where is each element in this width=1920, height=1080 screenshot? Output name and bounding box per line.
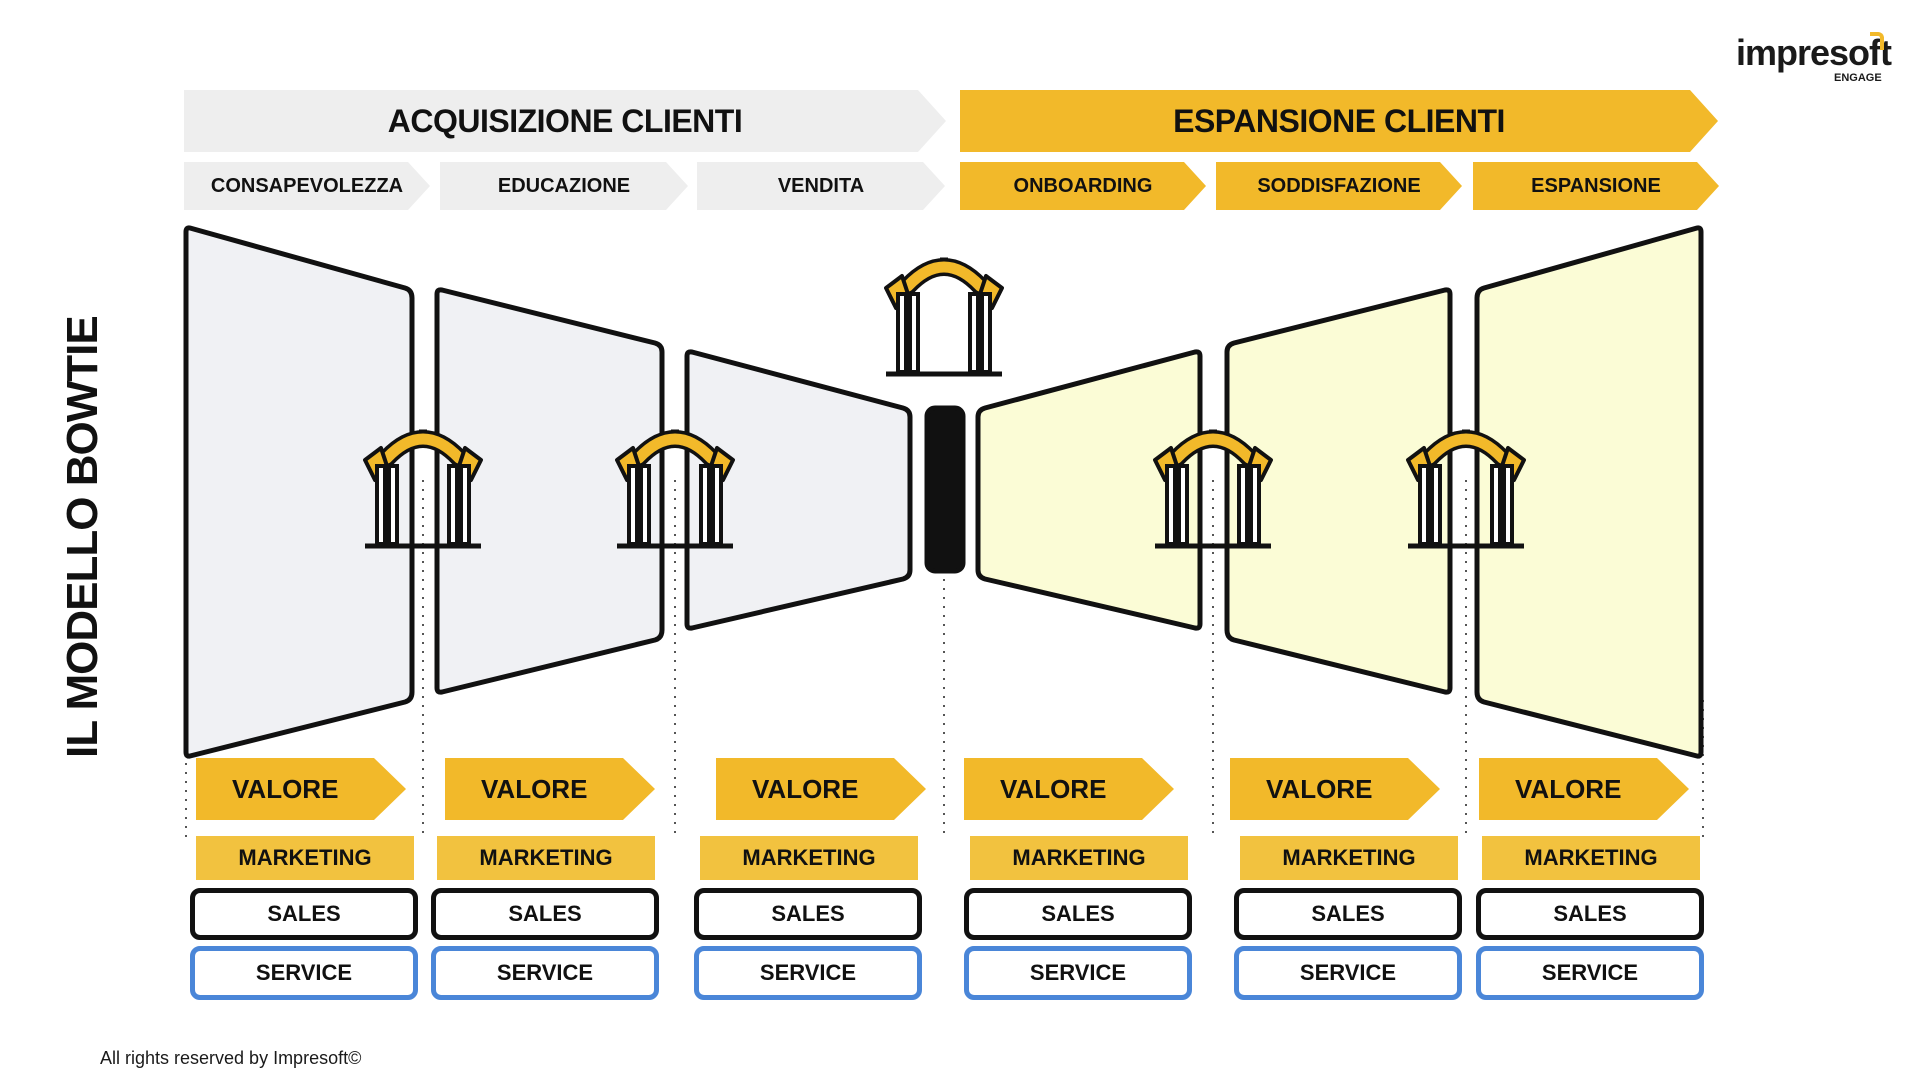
valore-chevron: VALORE [716, 758, 926, 820]
phase-expansion: ESPANSIONE CLIENTI [960, 90, 1718, 152]
sales-label: SALES [1041, 901, 1115, 926]
valore-label: VALORE [481, 773, 588, 804]
sales-block: SALES [1476, 888, 1704, 940]
stage-label: VENDITA [777, 174, 865, 197]
footer-copyright: All rights reserved by Impresoft© [100, 1048, 362, 1068]
marketing-label: MARKETING [1012, 845, 1146, 870]
gate-arch-icon [617, 431, 733, 546]
stage-label: ONBOARDING [1013, 174, 1153, 197]
stage-label: ESPANSIONE [1531, 174, 1661, 197]
stage-educazione: EDUCAZIONE [440, 162, 688, 210]
sales-label: SALES [1553, 901, 1627, 926]
sales-block: SALES [190, 888, 418, 940]
sales-label: SALES [1311, 901, 1385, 926]
phase-acquisition: ACQUISIZIONE CLIENTI [184, 90, 946, 152]
bowtie-knot [924, 405, 966, 574]
service-block: SERVICE [964, 946, 1192, 1000]
sales-block: SALES [694, 888, 922, 940]
stage-label: EDUCAZIONE [497, 174, 631, 197]
brand-subtitle: ENGAGE [1834, 72, 1882, 84]
marketing-label: MARKETING [1282, 845, 1416, 870]
valore-label: VALORE [752, 773, 859, 804]
gate-arch-icon [1408, 431, 1524, 546]
stage-soddisfazione: SODDISFAZIONE [1216, 162, 1462, 210]
sales-label: SALES [771, 901, 845, 926]
brand-name: impresoft [1736, 32, 1892, 73]
service-block: SERVICE [694, 946, 922, 1000]
service-label: SERVICE [759, 960, 857, 985]
stage-espansione: ESPANSIONE [1473, 162, 1719, 210]
valore-chevron: VALORE [964, 758, 1174, 820]
service-block: SERVICE [431, 946, 659, 1000]
funnel-panel-vendita [684, 349, 913, 631]
valore-label: VALORE [1515, 773, 1622, 804]
marketing-label: MARKETING [742, 845, 876, 870]
sales-block: SALES [431, 888, 659, 940]
stage-vendita: VENDITA [697, 162, 945, 210]
marketing-block: MARKETING [700, 836, 918, 880]
gate-arch-icon [1155, 431, 1271, 546]
gate-arch-icon [365, 431, 481, 546]
sales-label: SALES [508, 901, 582, 926]
marketing-block: MARKETING [437, 836, 655, 880]
valore-label: VALORE [232, 773, 339, 804]
marketing-block: MARKETING [1240, 836, 1458, 880]
phase-acquisition-label: ACQUISIZIONE CLIENTI [387, 102, 743, 139]
stage-consapevolezza: CONSAPEVOLEZZA [184, 162, 430, 210]
marketing-block: MARKETING [970, 836, 1188, 880]
stage-onboarding: ONBOARDING [960, 162, 1206, 210]
sales-block: SALES [964, 888, 1192, 940]
sales-block: SALES [1234, 888, 1462, 940]
valore-label: VALORE [1000, 773, 1107, 804]
funnel-panel-onboarding [975, 349, 1203, 631]
diagram-title: IL MODELLO BOWTIE [58, 316, 107, 758]
brand-mark-icon [1870, 32, 1884, 50]
valore-chevron: VALORE [1479, 758, 1689, 820]
valore-chevron: VALORE [445, 758, 655, 820]
service-block: SERVICE [190, 946, 418, 1000]
marketing-block: MARKETING [196, 836, 414, 880]
funnel-panel-consapevolezza [183, 225, 415, 759]
funnel-panel-soddisfazione [1224, 287, 1453, 695]
funnel-panel-espansione [1474, 225, 1704, 759]
marketing-label: MARKETING [479, 845, 613, 870]
valore-chevron: VALORE [196, 758, 406, 820]
service-label: SERVICE [1029, 960, 1127, 985]
valore-label: VALORE [1266, 773, 1373, 804]
funnel-panel-educazione [434, 287, 665, 695]
service-label: SERVICE [1541, 960, 1639, 985]
service-block: SERVICE [1476, 946, 1704, 1000]
gate-arch-icon [886, 259, 1002, 374]
marketing-label: MARKETING [238, 845, 372, 870]
stage-label: SODDISFAZIONE [1257, 174, 1421, 197]
service-label: SERVICE [496, 960, 594, 985]
service-label: SERVICE [255, 960, 353, 985]
service-block: SERVICE [1234, 946, 1462, 1000]
brand-logo: impresoft ENGAGE [1736, 32, 1892, 88]
marketing-block: MARKETING [1482, 836, 1700, 880]
valore-chevron: VALORE [1230, 758, 1440, 820]
phase-expansion-label: ESPANSIONE CLIENTI [1173, 102, 1505, 139]
marketing-label: MARKETING [1524, 845, 1658, 870]
sales-label: SALES [267, 901, 341, 926]
stage-label: CONSAPEVOLEZZA [210, 174, 404, 197]
service-label: SERVICE [1299, 960, 1397, 985]
